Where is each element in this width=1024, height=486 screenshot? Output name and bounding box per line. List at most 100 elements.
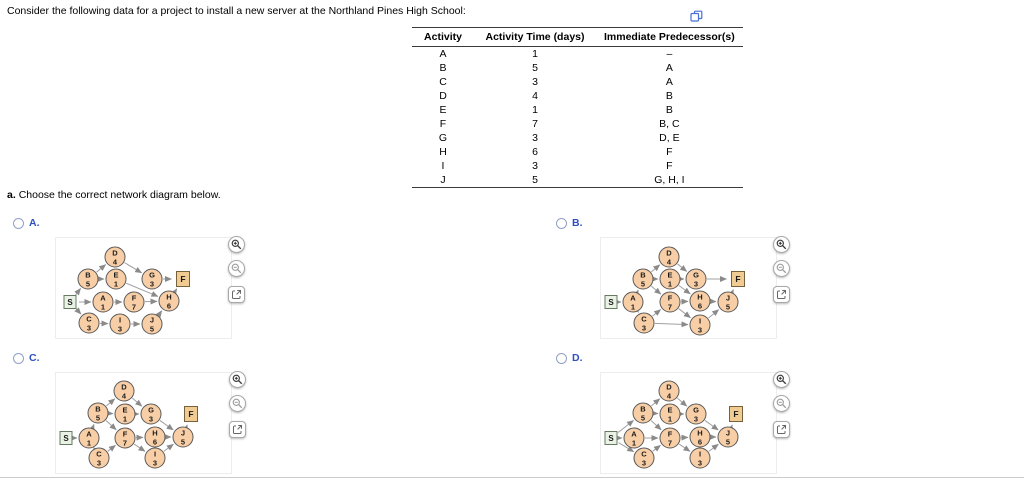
external-link-icon (233, 425, 242, 434)
svg-text:1: 1 (87, 439, 91, 448)
zoom-out-icon (232, 398, 243, 409)
option-d-radio[interactable] (556, 353, 567, 364)
svg-text:E: E (122, 406, 127, 415)
svg-text:A: A (100, 294, 106, 303)
svg-text:B: B (640, 271, 646, 280)
svg-text:3: 3 (150, 280, 154, 289)
option-c-label[interactable]: C. (29, 352, 40, 364)
svg-text:A: A (631, 430, 637, 439)
svg-text:D: D (666, 383, 672, 392)
svg-text:3: 3 (694, 415, 698, 424)
cell-activity: C (439, 76, 447, 88)
zoom-out-icon (776, 263, 787, 274)
option-a-radio[interactable] (13, 218, 24, 229)
open-popup-button[interactable] (228, 286, 245, 303)
svg-text:3: 3 (153, 459, 157, 468)
option-a-label[interactable]: A. (29, 217, 40, 229)
svg-text:H: H (166, 293, 171, 302)
svg-text:3: 3 (642, 324, 646, 333)
table-row: C 3 A (412, 75, 743, 89)
svg-text:1: 1 (668, 415, 672, 424)
svg-text:B: B (95, 405, 101, 414)
svg-text:H: H (152, 429, 157, 438)
zoom-in-button[interactable] (773, 236, 790, 253)
question-prompt: Choose the correct network diagram below… (18, 189, 221, 201)
svg-text:6: 6 (698, 438, 702, 447)
svg-text:1: 1 (101, 303, 105, 312)
zoom-in-button[interactable] (773, 371, 790, 388)
option-b-radio[interactable] (556, 218, 567, 229)
svg-text:I: I (154, 450, 156, 459)
table-popout-icon[interactable] (690, 10, 703, 23)
bottom-divider (0, 477, 1024, 478)
svg-text:4: 4 (667, 392, 672, 401)
zoom-out-button[interactable] (773, 395, 790, 412)
svg-text:S: S (67, 298, 73, 307)
svg-text:G: G (693, 406, 699, 415)
svg-text:6: 6 (698, 302, 702, 311)
cell-predecessor: D, E (659, 132, 680, 144)
cell-time: 1 (532, 104, 538, 116)
cell-time: 3 (532, 160, 538, 172)
table-row: I 3 F (412, 159, 743, 173)
zoom-out-icon (231, 263, 242, 274)
option-c-radio[interactable] (13, 353, 24, 364)
option-b-label[interactable]: B. (572, 217, 583, 229)
cell-predecessor: B, C (659, 118, 680, 130)
svg-text:6: 6 (153, 438, 157, 447)
open-popup-button[interactable] (229, 421, 246, 438)
svg-text:7: 7 (668, 439, 672, 448)
svg-text:E: E (667, 406, 672, 415)
svg-text:I: I (699, 317, 701, 326)
cell-time: 6 (532, 146, 538, 158)
cell-activity: A (439, 48, 447, 60)
zoom-out-button[interactable] (773, 260, 790, 277)
question-text: a. Choose the correct network diagram be… (7, 189, 221, 201)
zoom-in-icon (232, 374, 243, 385)
svg-text:5: 5 (96, 414, 100, 423)
cell-time: 4 (532, 90, 538, 102)
option-d-zoom-controls (773, 371, 790, 438)
svg-text:5: 5 (150, 325, 154, 334)
svg-text:5: 5 (181, 438, 185, 447)
zoom-in-button[interactable] (228, 236, 245, 253)
cell-predecessor: A (665, 76, 673, 88)
svg-text:J: J (150, 316, 154, 325)
open-popup-button[interactable] (773, 421, 790, 438)
svg-text:1: 1 (631, 303, 635, 312)
cell-activity: E (439, 104, 447, 116)
cell-activity: G (438, 132, 448, 144)
svg-text:D: D (112, 249, 118, 258)
svg-text:F: F (180, 274, 185, 284)
zoom-in-icon (776, 374, 787, 385)
open-popup-button[interactable] (773, 286, 790, 303)
svg-text:4: 4 (122, 392, 127, 401)
zoom-in-button[interactable] (229, 371, 246, 388)
svg-text:F: F (733, 409, 738, 419)
svg-text:3: 3 (694, 280, 698, 289)
cell-activity: F (439, 118, 447, 130)
svg-text:3: 3 (698, 459, 702, 468)
svg-text:1: 1 (632, 439, 636, 448)
cell-predecessor: A (665, 62, 673, 74)
cell-time: 3 (532, 76, 538, 88)
svg-text:7: 7 (132, 303, 136, 312)
svg-text:I: I (699, 450, 701, 459)
svg-text:5: 5 (641, 414, 645, 423)
option-d-label[interactable]: D. (572, 352, 583, 364)
svg-text:3: 3 (642, 459, 646, 468)
svg-text:5: 5 (726, 303, 730, 312)
zoom-out-button[interactable] (229, 395, 246, 412)
cell-activity: I (441, 160, 445, 172)
cell-predecessor: F (666, 160, 673, 172)
option-b-zoom-controls (773, 236, 790, 303)
zoom-out-button[interactable] (228, 260, 245, 277)
